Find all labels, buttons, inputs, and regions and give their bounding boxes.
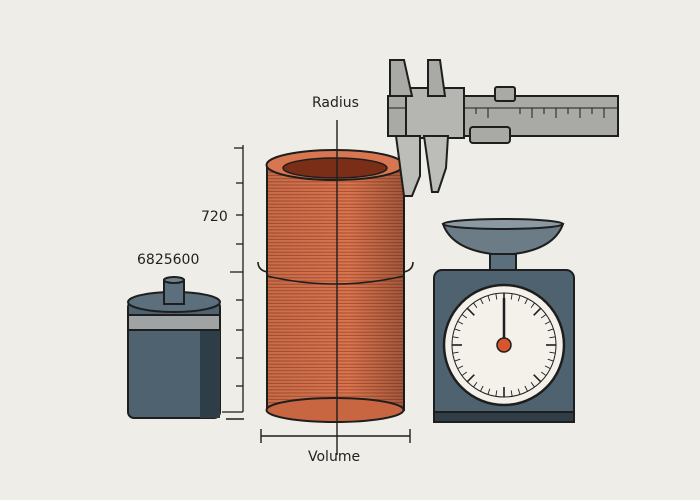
dial-tick xyxy=(524,298,529,305)
dial-tick xyxy=(454,358,461,362)
dial-tick xyxy=(452,351,459,354)
dial-tick xyxy=(517,295,521,302)
dial-tick xyxy=(510,390,513,397)
dial-tick xyxy=(510,293,513,300)
dial-tick xyxy=(461,371,468,376)
dial-tick xyxy=(479,298,484,305)
dial-tick xyxy=(530,302,535,309)
ruler-icon xyxy=(222,145,244,413)
width-dimension-line xyxy=(260,429,411,443)
small-value-label: 6825600 xyxy=(137,252,200,268)
dial-tick xyxy=(530,381,535,388)
dial-tick xyxy=(544,365,551,370)
dial-tick xyxy=(452,336,459,339)
dial-tick xyxy=(479,385,484,392)
caliper-icon xyxy=(387,59,619,197)
dial-tick xyxy=(524,385,529,392)
dial-tick xyxy=(487,295,491,302)
height-value-label: 720 xyxy=(201,209,228,225)
radius-label: Radius xyxy=(312,95,359,111)
volume-label: Volume xyxy=(308,449,361,465)
dial-tick xyxy=(466,307,475,316)
dial-tick xyxy=(461,314,468,319)
dial-tick xyxy=(466,374,475,383)
kitchen-scale-icon xyxy=(433,218,575,423)
dial-tick xyxy=(487,388,491,395)
dial-tick xyxy=(495,390,498,397)
dial-tick xyxy=(457,365,464,370)
dial-tick xyxy=(533,374,542,383)
small-cylinder-icon xyxy=(127,276,244,420)
dial-tick xyxy=(549,351,556,354)
dial-tick xyxy=(473,381,478,388)
dial-tick xyxy=(517,388,521,395)
dial-tick xyxy=(495,293,498,300)
dial-tick xyxy=(540,371,547,376)
dial-tick xyxy=(544,320,551,325)
dial-tick xyxy=(547,328,554,332)
dial-tick xyxy=(473,302,478,309)
dial-tick xyxy=(457,320,464,325)
dial-tick xyxy=(540,314,547,319)
dial-tick xyxy=(547,358,554,362)
dial-tick xyxy=(549,336,556,339)
dial-tick xyxy=(454,328,461,332)
copper-cylinder-icon xyxy=(257,120,414,455)
dial-tick xyxy=(533,307,542,316)
